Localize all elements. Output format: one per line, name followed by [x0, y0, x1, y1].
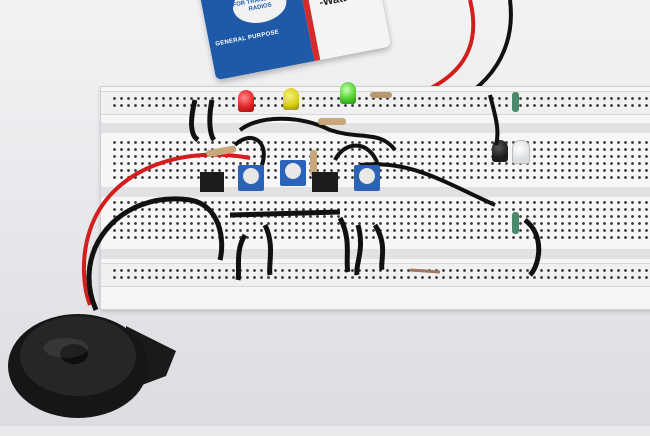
red-led	[238, 90, 254, 112]
divider-top	[101, 123, 650, 133]
yellow-led	[283, 88, 299, 110]
ir-receiver-led	[492, 140, 508, 162]
divider-bottom	[101, 249, 650, 259]
piezo-buzzer	[8, 314, 176, 418]
green-led	[340, 82, 356, 104]
power-rail-bottom-holes	[111, 267, 650, 283]
ir-emitter-led	[512, 140, 530, 164]
center-channel	[101, 187, 650, 197]
circuit-components	[81, 92, 542, 311]
breadboard-photo: 6F22 9V BATTERY FOR TRANSISTOR RADIOS GE…	[0, 0, 650, 426]
